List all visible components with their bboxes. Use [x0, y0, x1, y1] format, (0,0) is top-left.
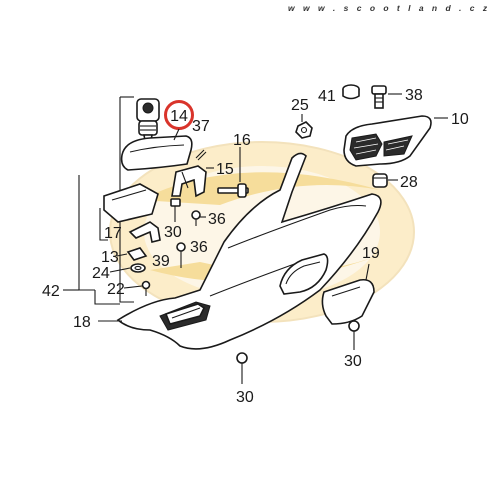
- callout-30-a: 30: [164, 224, 182, 241]
- part-36-screw-a: [191, 210, 201, 226]
- callout-42: 42: [42, 283, 60, 300]
- callout-36-a: 36: [208, 211, 226, 228]
- callout-10: 10: [451, 111, 469, 128]
- callout-37: 37: [192, 118, 210, 135]
- part-38-bolt: [371, 85, 387, 109]
- callout-15: 15: [216, 161, 234, 178]
- callout-36-b: 36: [190, 239, 208, 256]
- part-17-plate: [103, 183, 159, 223]
- callout-30-b: 30: [344, 353, 362, 370]
- callout-39: 39: [152, 253, 170, 270]
- part-30-bolt-a: [170, 198, 181, 222]
- part-41-grommet: [342, 84, 360, 100]
- callout-38: 38: [405, 87, 423, 104]
- part-19-side-panel: [321, 278, 375, 325]
- callout-24: 24: [92, 265, 110, 282]
- part-37-pin: [195, 149, 207, 161]
- callout-25: 25: [291, 97, 309, 114]
- callout-18: 18: [73, 314, 91, 331]
- callout-17: 17: [104, 225, 122, 242]
- watermark-text: w w w . s c o o t l a n d . c z: [288, 3, 490, 13]
- part-30-screw-b: [348, 320, 360, 338]
- part-28-cap: [372, 173, 388, 188]
- callout-16: 16: [233, 132, 251, 149]
- callout-28: 28: [400, 174, 418, 191]
- part-22-screw: [141, 280, 151, 296]
- part-10-grille-panel: [343, 115, 432, 167]
- part-16-bolt: [217, 183, 249, 198]
- callout-41: 41: [318, 88, 336, 105]
- assembly-bracket-42: [63, 96, 134, 305]
- callout-14: 14: [170, 108, 188, 125]
- latch-arm: [128, 221, 161, 243]
- main-body-cover: [116, 152, 382, 350]
- part-15-bracket: [171, 165, 207, 198]
- part-30-screw-c: [236, 352, 248, 372]
- callout-22: 22: [107, 281, 125, 298]
- callout-19: 19: [362, 245, 380, 262]
- part-25-nut: [295, 121, 313, 139]
- highlight-circle-14: 14: [164, 100, 194, 130]
- part-24-washer: [130, 263, 146, 273]
- callout-30-c: 30: [236, 389, 254, 406]
- part-13-clip: [126, 247, 148, 261]
- part-36-screw-b: [176, 242, 186, 268]
- callout-13: 13: [101, 249, 119, 266]
- part-14-cover: [120, 135, 193, 171]
